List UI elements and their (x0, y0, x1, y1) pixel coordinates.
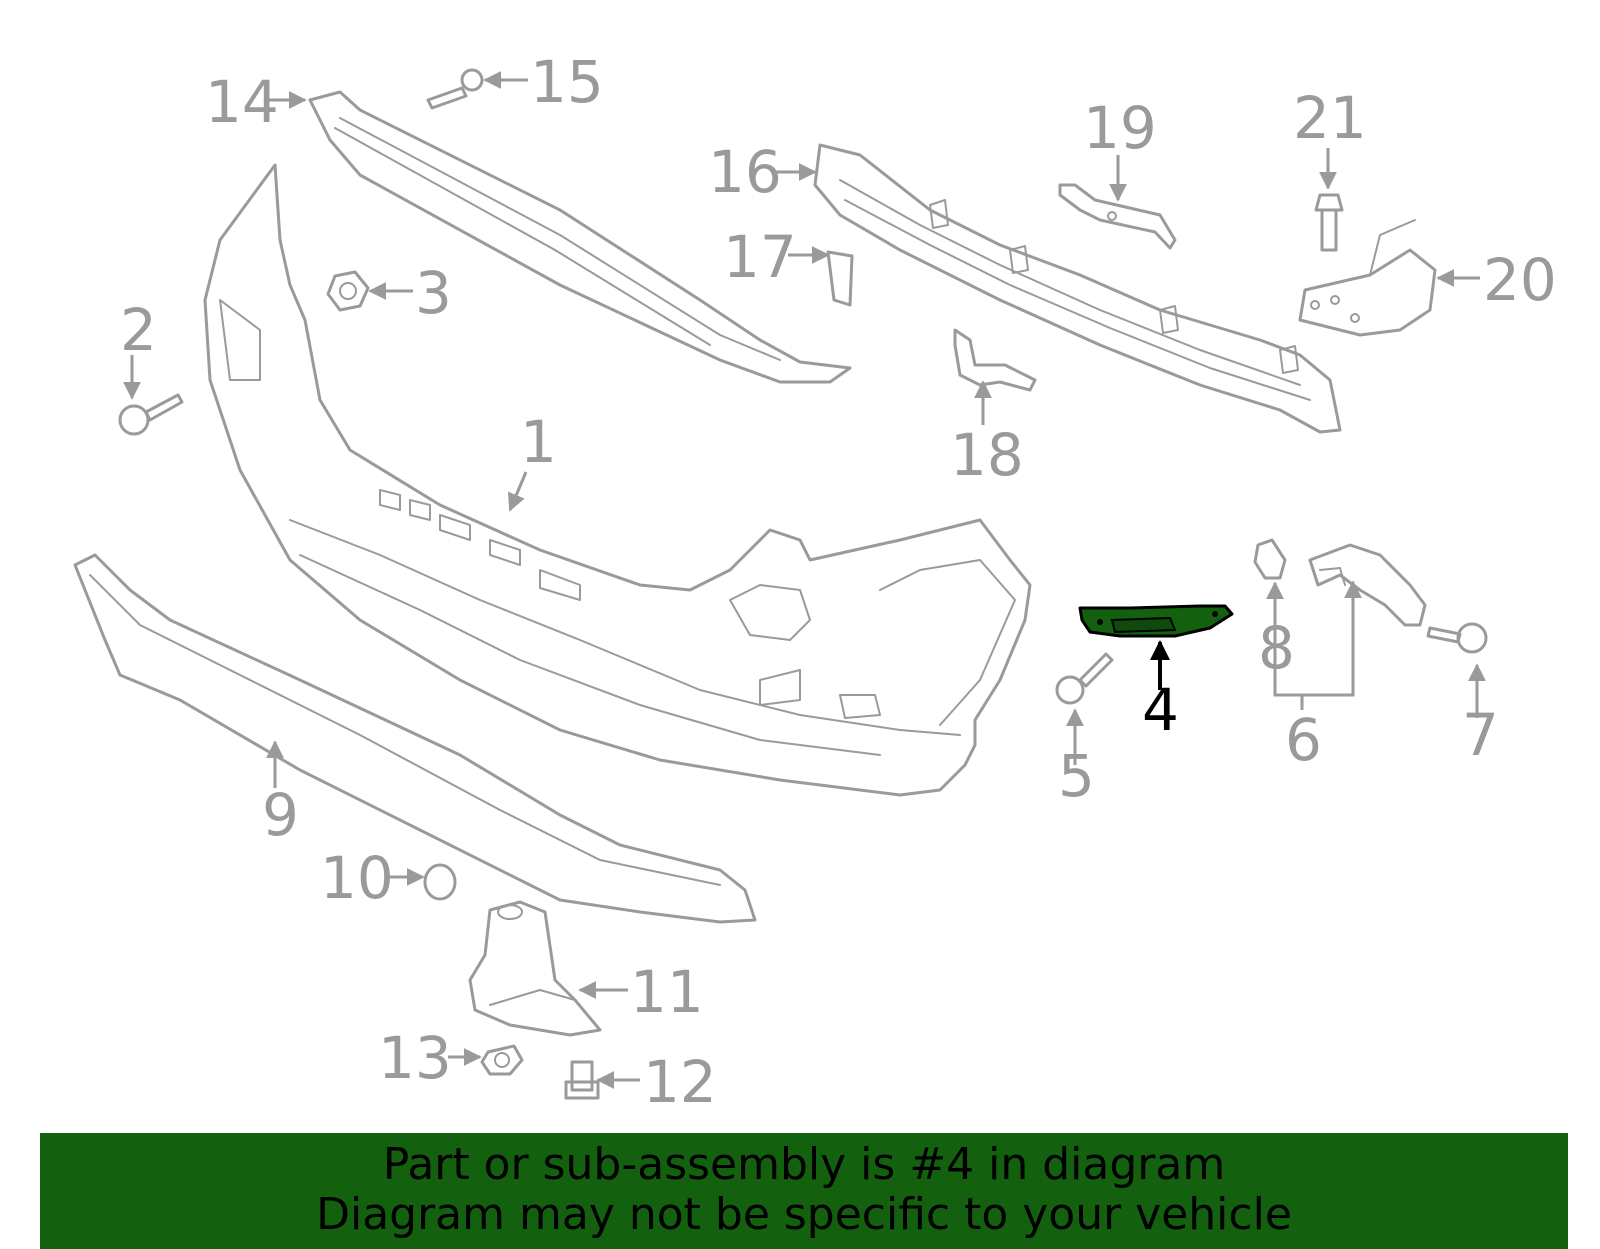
leader-lines (123, 71, 1486, 1089)
callout-18: 18 (950, 421, 1024, 489)
part-1-bumper-cover (203, 163, 1032, 797)
part-9-lower-spoiler (73, 553, 757, 924)
callout-14: 14 (205, 68, 279, 136)
callout-17: 17 (723, 223, 797, 291)
part-12-bolt (564, 1060, 600, 1100)
callout-15: 15 (530, 48, 604, 116)
callout-5: 5 (1058, 742, 1095, 810)
callout-9: 9 (262, 781, 299, 849)
callout-16: 16 (708, 138, 782, 206)
callout-3: 3 (415, 259, 452, 327)
callout-11: 11 (630, 958, 704, 1026)
part-11-bracket (468, 900, 602, 1037)
info-banner: Part or sub-assembly is #4 in diagram Di… (40, 1133, 1568, 1249)
part-20-bracket (1298, 219, 1437, 337)
part-19-bracket (1058, 183, 1177, 250)
part-5-screw (1055, 652, 1114, 705)
callout-4: 4 (1142, 676, 1179, 744)
banner-line-2: Diagram may not be specific to your vehi… (316, 1189, 1292, 1240)
callout-7: 7 (1462, 701, 1499, 769)
part-2-screw (118, 393, 184, 436)
callout-21: 21 (1293, 84, 1367, 152)
part-15-screw (426, 68, 484, 110)
part-14-upper-strip (308, 90, 852, 384)
callout-19: 19 (1083, 94, 1157, 162)
banner-line-1: Part or sub-assembly is #4 in diagram (382, 1139, 1226, 1190)
callout-1: 1 (520, 408, 557, 476)
callout-10: 10 (320, 844, 394, 912)
part-17-clip (826, 250, 854, 307)
part-4-bracket-highlighted (1078, 604, 1234, 638)
part-6-bracket (1308, 543, 1427, 627)
part-13-nut (480, 1044, 524, 1076)
callout-8: 8 (1258, 614, 1295, 682)
part-18-bracket (953, 328, 1037, 392)
callout-12: 12 (643, 1048, 717, 1116)
part-3-nut (326, 270, 370, 312)
callout-2: 2 (120, 296, 157, 364)
part-16-beam (813, 143, 1342, 434)
callout-20: 20 (1483, 246, 1557, 314)
callout-numbers: 14 15 2 3 1 16 17 18 19 21 20 9 10 11 13… (120, 48, 1557, 1116)
part-21-bolt (1314, 193, 1344, 252)
part-10-plug (423, 863, 457, 901)
callout-13: 13 (378, 1024, 452, 1092)
part-7-screw (1426, 622, 1488, 654)
callout-6: 6 (1285, 706, 1322, 774)
part-8-clip (1253, 538, 1287, 580)
